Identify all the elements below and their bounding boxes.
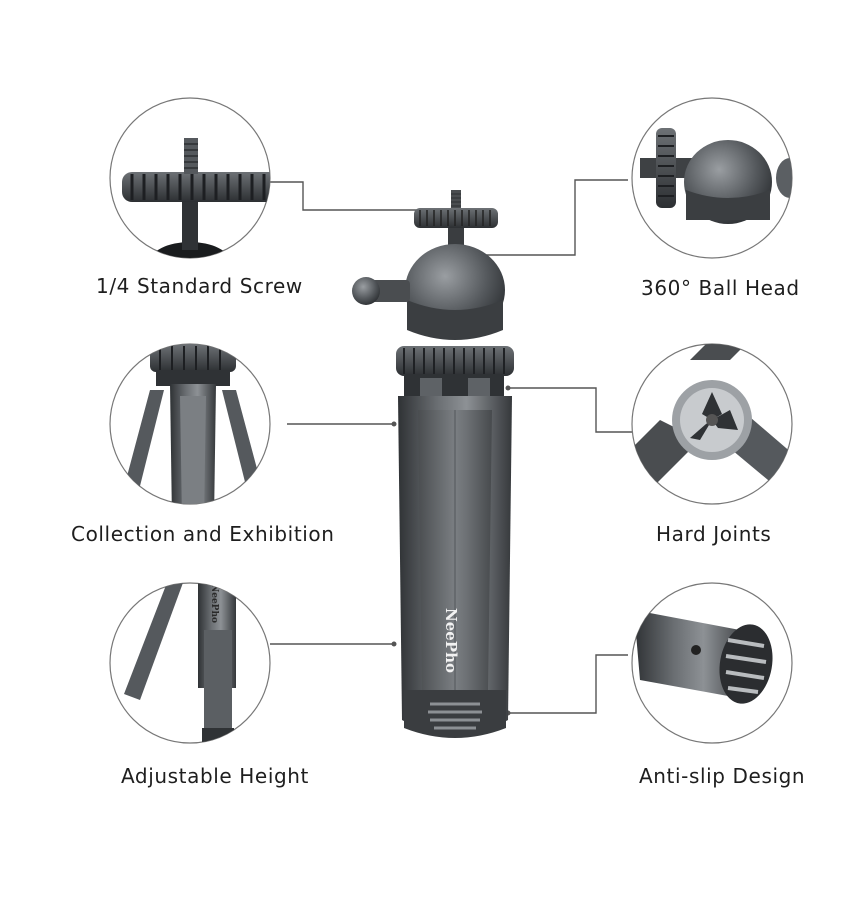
feature-label-joints: Hard Joints [656,522,772,546]
feature-label-screw: 1/4 Standard Screw [96,274,303,298]
feature-label-height: Adjustable Height [121,764,310,788]
callout-ball-head [631,97,793,259]
brand-mark: NeePho [442,608,460,673]
callout-screw [109,97,271,259]
callout-joints [631,343,793,505]
connector-screw [268,181,452,211]
connector-lines [268,179,632,714]
connector-joints [508,387,632,433]
callout-collection [109,343,271,505]
svg-text:NeePho: NeePho [209,584,219,623]
connector-ball-head [472,179,628,256]
connector-anti-slip [508,654,628,714]
feature-label-anti-slip: Anti-slip Design [639,764,806,788]
callout-height: NeePho [109,582,271,744]
feature-label-ball-head: 360° Ball Head [641,276,800,300]
feature-label-collection: Collection and Exhibition [71,522,335,546]
callout-anti-slip [631,582,793,744]
tripod-main: NeePho [352,190,514,738]
